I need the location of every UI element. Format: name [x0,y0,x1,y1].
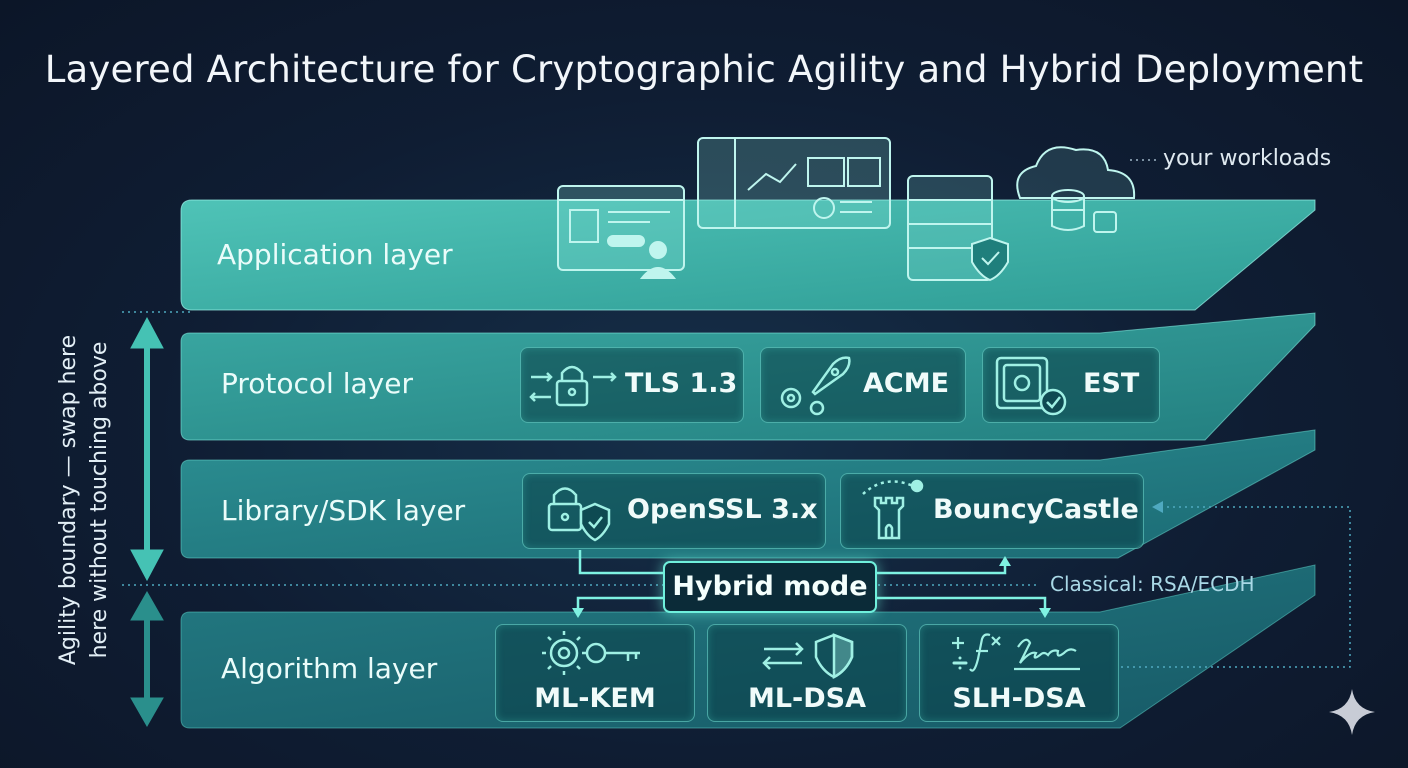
lock-shield-icon [547,487,611,542]
library-item-label: OpenSSL 3.x [627,494,818,525]
algorithm-item-label: ML-KEM [534,683,656,714]
agility-arrow-upper [130,316,164,582]
classical-route-line [1120,506,1351,668]
agility-boundary-line2: here without touching above [87,341,112,659]
protocol-item-tls: TLS 1.3 [520,347,744,423]
agility-boundary-label: Agility boundary — swap here here withou… [53,290,115,710]
dashboard-icon [697,137,891,229]
hybrid-arrowheads [572,556,1051,618]
application-layer-label: Application layer [217,238,453,271]
gear-key-icon [542,631,640,675]
server-shield-icon [907,175,1009,282]
workloads-note: your workloads [1163,146,1332,171]
rocket-gears-icon [780,356,851,416]
algorithm-layer-label: Algorithm layer [221,652,438,685]
classical-note: Classical: RSA/ECDH [1050,572,1255,596]
castle-tower-icon [862,479,924,540]
algorithm-item-mlkem: ML-KEM [495,624,695,722]
hybrid-mode-badge: Hybrid mode [663,561,877,613]
library-item-label: BouncyCastle [933,494,1139,525]
algorithm-item-label: ML-DSA [747,683,867,714]
protocol-item-label: EST [1083,368,1140,399]
safe-check-icon [995,356,1067,416]
library-item-openssl: OpenSSL 3.x [522,473,826,549]
sparkle-icon [1329,689,1375,735]
protocol-item-est: EST [982,347,1160,423]
arrows-shield-icon [762,633,854,680]
algorithm-item-label: SLH-DSA [952,683,1086,714]
algorithm-item-mldsa: ML-DSA [707,624,907,722]
cloud-database-icon [1016,146,1136,233]
page-title: Layered Architecture for Cryptographic A… [44,48,1364,91]
agility-boundary-line1: Agility boundary — swap here [56,334,81,666]
app-window-icon [557,185,685,279]
lock-arrows-icon [529,365,617,407]
library-layer-label: Library/SDK layer [221,494,466,527]
math-signature-icon [952,633,1080,672]
agility-arrow-lower [130,590,164,728]
protocol-item-label: ACME [863,368,950,399]
protocol-item-label: TLS 1.3 [625,368,738,399]
application-layer-slab [180,199,1316,311]
algorithm-item-slhdsa: SLH-DSA [919,624,1119,722]
protocol-item-acme: ACME [760,347,966,423]
library-item-bouncycastle: BouncyCastle [840,473,1144,549]
classical-route-arrowhead [1152,501,1163,513]
protocol-layer-label: Protocol layer [221,367,413,400]
